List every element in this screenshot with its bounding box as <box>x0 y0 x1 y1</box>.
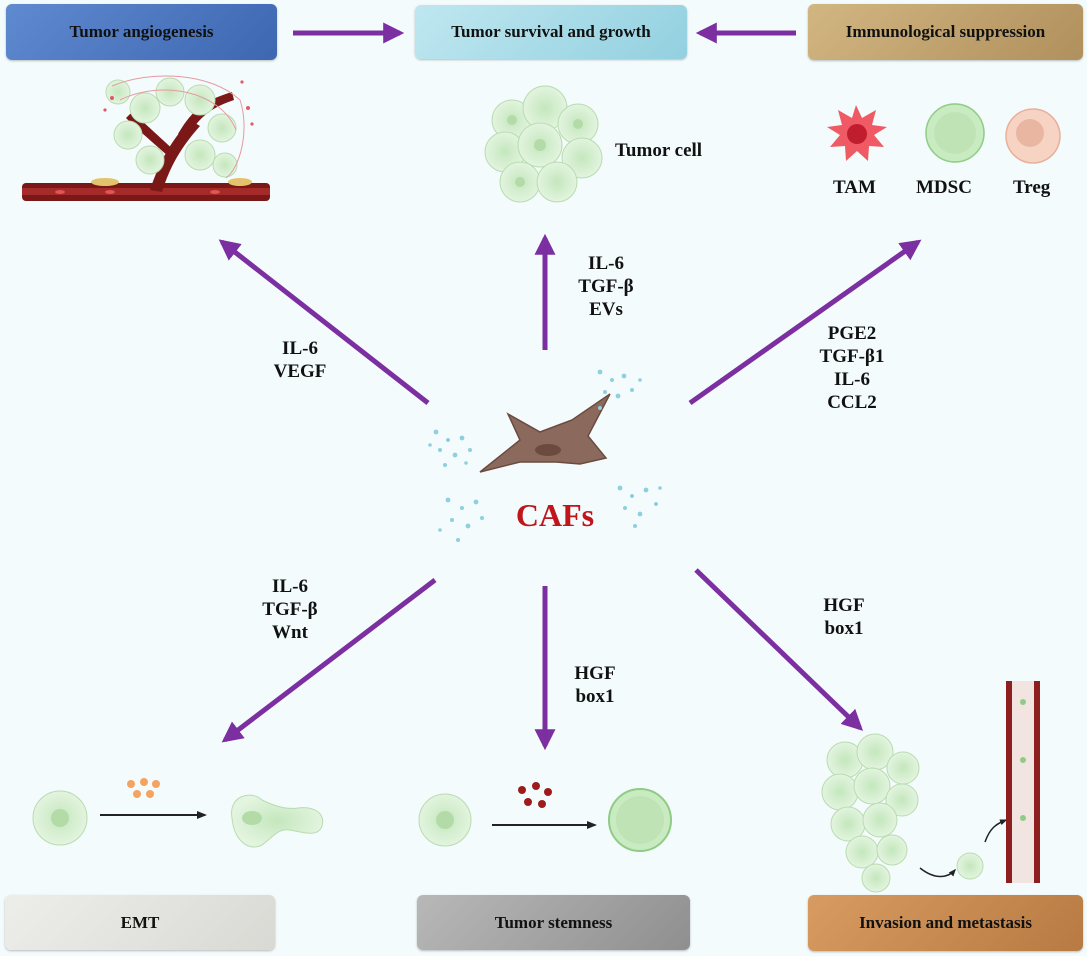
box-tumor-angiogenesis: Tumor angiogenesis <box>6 4 277 60</box>
arrow-caf-to-emt <box>221 578 437 743</box>
label-treg: Treg <box>1013 177 1051 198</box>
factors-invasion: HGF box1 <box>794 594 894 640</box>
factor-item: IL-6 <box>282 338 318 359</box>
arrow-caf-to-immuno <box>688 239 922 406</box>
stemness-illustration <box>418 782 672 852</box>
factor-item: IL-6 <box>588 253 624 274</box>
factor-item: box1 <box>575 686 615 707</box>
flow-arrows <box>218 22 922 751</box>
factor-item: IL-6 <box>834 369 870 390</box>
factors-emt: IL-6 TGF-β Wnt <box>240 575 340 644</box>
box-tumor-stemness: Tumor stemness <box>417 895 690 950</box>
factor-item: PGE2 <box>827 323 877 344</box>
factors-survival: IL-6 TGF-β EVs <box>556 252 656 321</box>
angiogenesis-illustration <box>22 75 270 201</box>
arrow-caf-to-angiogenesis <box>218 239 430 405</box>
factor-item: VEGF <box>273 361 327 382</box>
label-tam: TAM <box>833 177 876 198</box>
label-mdsc: MDSC <box>916 177 972 198</box>
factor-item: TGF-β <box>578 276 634 297</box>
factor-item: TGF-β <box>262 599 318 620</box>
box-tumor-survival-growth: Tumor survival and growth <box>415 5 687 59</box>
factors-immuno: PGE2 TGF-β1 IL-6 CCL2 <box>802 322 902 414</box>
factor-item: HGF <box>823 595 865 616</box>
box-invasion-metastasis: Invasion and metastasis <box>808 895 1083 951</box>
factor-item: IL-6 <box>272 576 308 597</box>
box-immunological-suppression: Immunological suppression <box>808 4 1083 60</box>
box-emt: EMT <box>5 895 275 950</box>
treg-cell-icon <box>1005 108 1061 164</box>
factor-item: EVs <box>589 299 623 320</box>
invasion-illustration <box>821 681 1040 893</box>
label-tumor-cell: Tumor cell <box>615 140 703 161</box>
caf-cell-icon <box>479 393 611 473</box>
factors-stemness: HGF box1 <box>545 662 645 708</box>
tumor-cell-cluster <box>484 85 603 203</box>
tam-cell-icon <box>827 105 887 161</box>
factor-item: Wnt <box>272 622 308 643</box>
arrow-caf-to-invasion <box>694 568 864 731</box>
factor-item: TGF-β1 <box>819 346 885 367</box>
factor-item: box1 <box>824 618 864 639</box>
secreted-vesicles <box>428 369 662 542</box>
mdsc-cell-icon <box>925 103 985 163</box>
factor-item: HGF <box>574 663 616 684</box>
caf-label: CAFs <box>515 497 595 533</box>
factors-angiogenesis: IL-6 VEGF <box>250 337 350 383</box>
factor-item: CCL2 <box>827 392 877 413</box>
emt-illustration <box>32 778 324 848</box>
